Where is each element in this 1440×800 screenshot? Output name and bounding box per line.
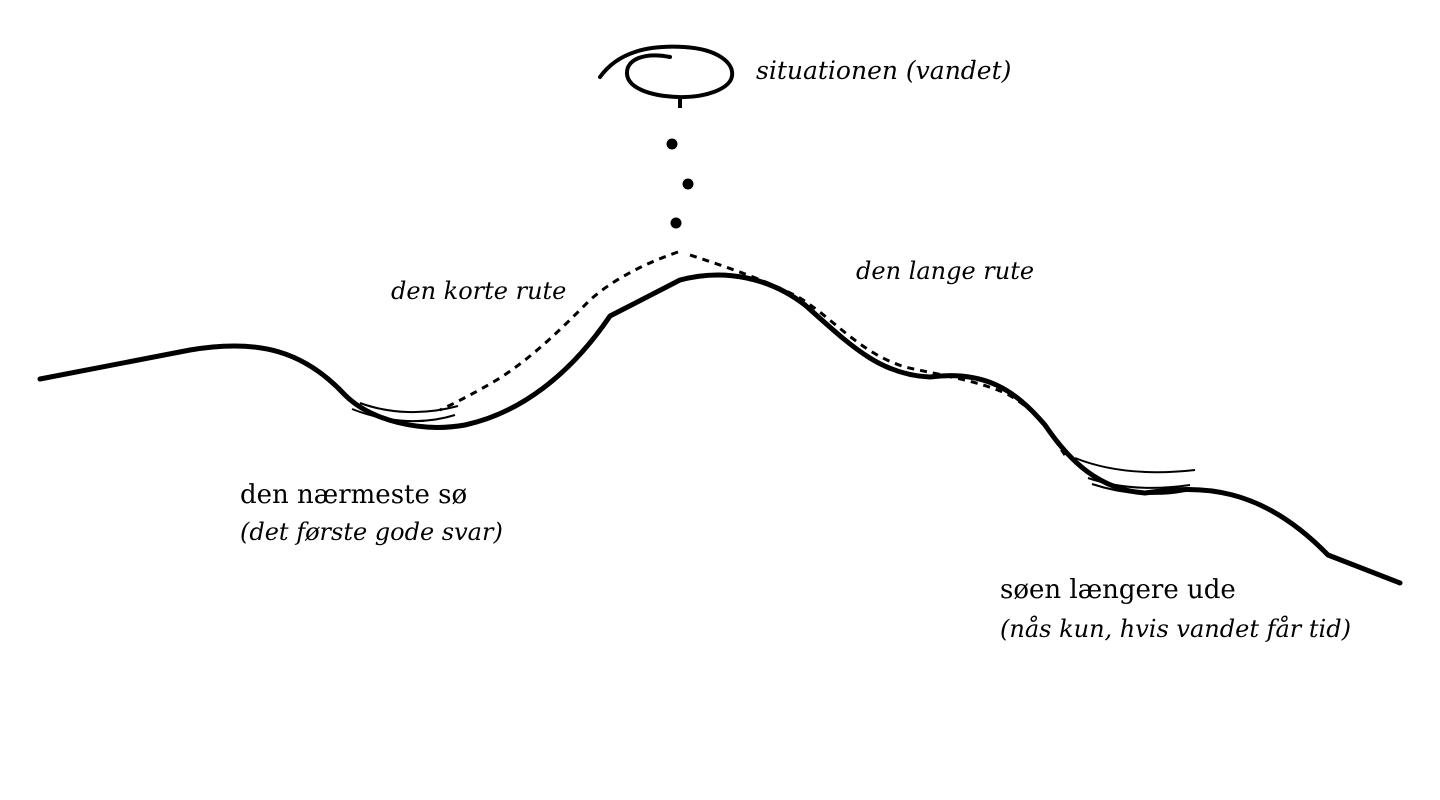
- short-route-label: den korte rute: [391, 277, 567, 305]
- nearest-lake-label: den nærmeste sø: [240, 480, 468, 510]
- lake-ripple-near: [359, 402, 459, 414]
- situation-label: situationen (vandet): [756, 56, 1012, 85]
- lake-ripple-far: [1087, 477, 1191, 489]
- far-lake-label: søen længere ude: [1000, 575, 1236, 605]
- drop-dot: [666, 138, 678, 150]
- lake-ripple-far: [1091, 483, 1186, 495]
- terrain-line: [37, 272, 1403, 586]
- short-route-dashed: [439, 250, 679, 412]
- drop-dot: [682, 178, 694, 190]
- long-route-dashed: [689, 253, 1067, 456]
- long-route-label: den lange rute: [856, 257, 1035, 285]
- lake-ripple-far: [1074, 457, 1196, 474]
- drop-dot: [670, 217, 682, 229]
- lake-ripple-near: [351, 408, 456, 423]
- water-swirl-icon: [598, 44, 735, 100]
- far-lake-note: (nås kun, hvis vandet får tid): [1000, 615, 1351, 643]
- nearest-lake-note: (det første gode svar): [240, 518, 503, 546]
